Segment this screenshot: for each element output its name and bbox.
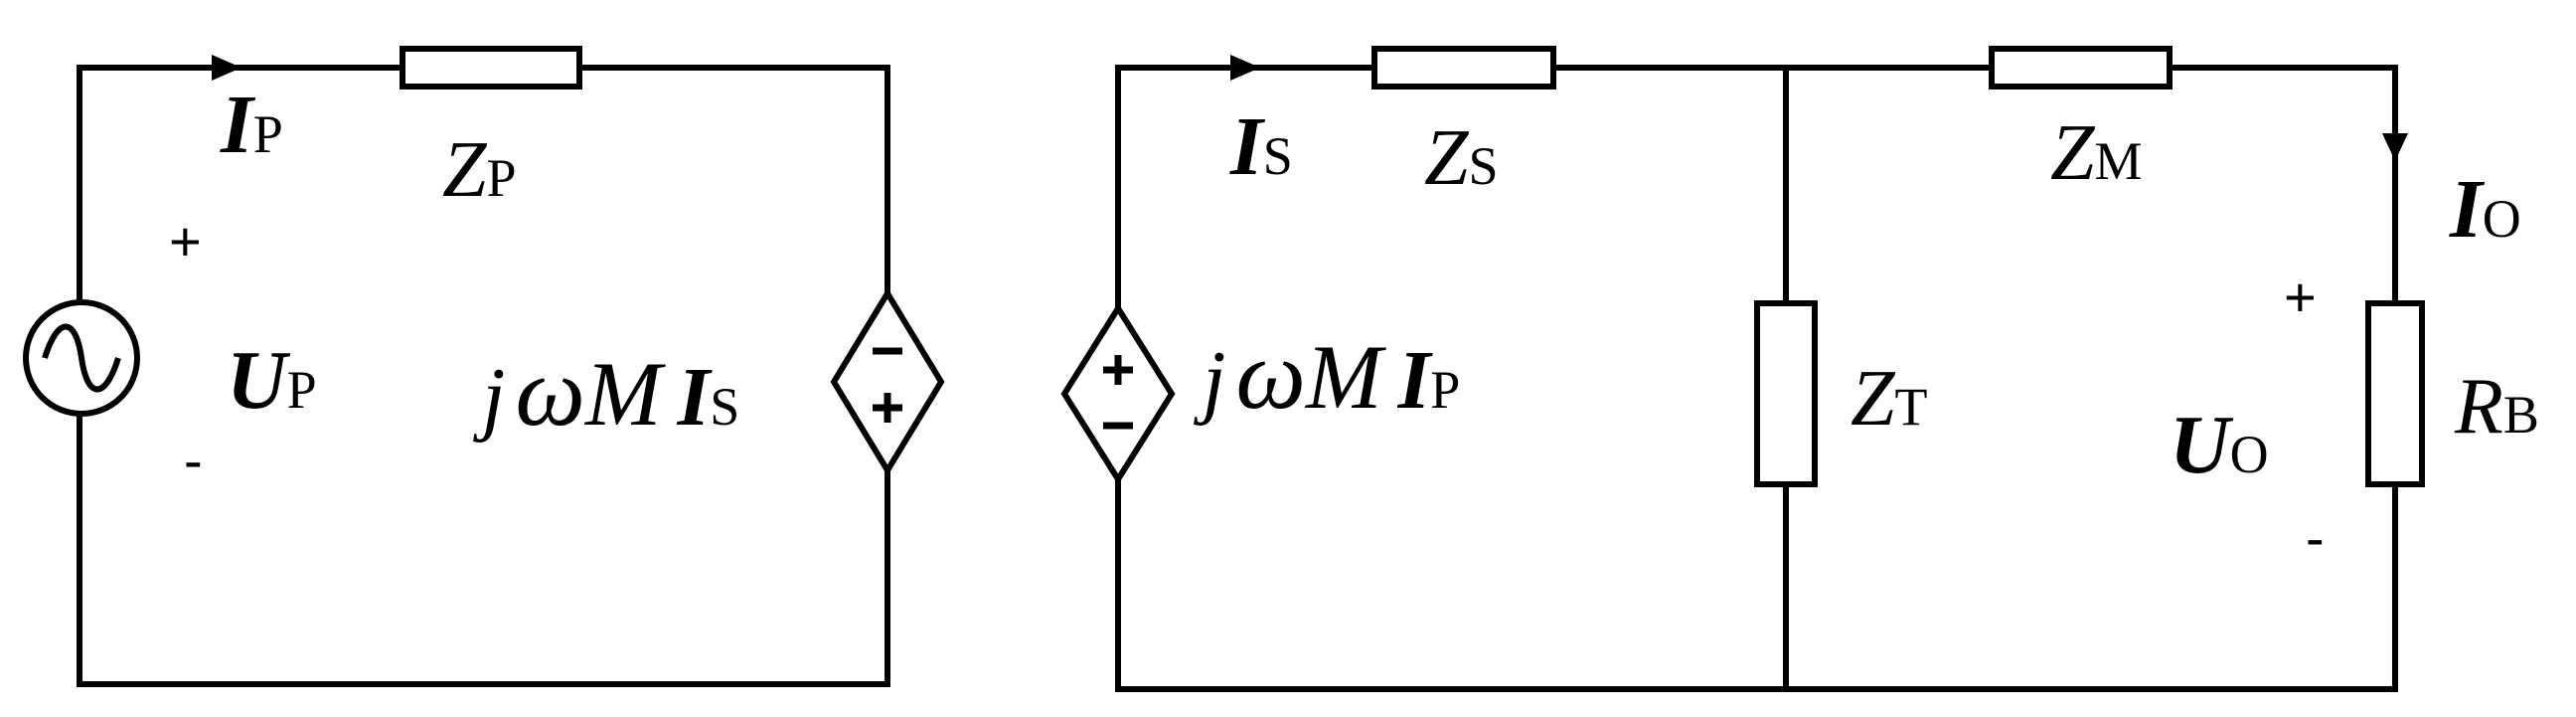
load-resistor-label: RB	[2454, 363, 2539, 450]
load-resistor-rb	[2365, 300, 2425, 487]
secondary-wire-top-right	[2167, 65, 2398, 306]
primary-wire-top-left	[77, 65, 405, 304]
ac-source	[23, 299, 140, 417]
primary-voltage-plus: +	[169, 210, 202, 272]
secondary-impedance-zm-label: ZM	[2050, 109, 2143, 197]
secondary-impedance-zm	[1989, 46, 2173, 90]
secondary-impedance-zt	[1754, 300, 1818, 487]
secondary-current-arrow	[1230, 55, 1260, 81]
output-voltage-minus: -	[2306, 506, 2325, 569]
primary-wire-top-right	[576, 65, 890, 296]
sine-wave-icon	[42, 323, 121, 393]
primary-wire-bottom	[77, 412, 890, 687]
output-voltage-label: UO	[2170, 399, 2269, 491]
secondary-current-label: IS	[1229, 100, 1293, 193]
primary-current-label: IP	[220, 79, 283, 171]
secondary-wire-bottom	[1115, 476, 2398, 692]
secondary-impedance-zs	[1371, 46, 1556, 90]
primary-impedance-zp	[400, 46, 582, 90]
secondary-impedance-zs-label: ZS	[1424, 114, 1499, 202]
secondary-wire-left-top	[1115, 65, 1377, 311]
secondary-dependent-source	[1060, 302, 1176, 485]
primary-voltage-minus: -	[184, 429, 203, 491]
output-current-arrow	[2382, 133, 2408, 161]
output-voltage-plus: +	[2284, 266, 2317, 328]
secondary-impedance-zt-label: ZT	[1851, 355, 1928, 443]
output-current-label: IO	[2449, 163, 2521, 256]
primary-impedance-label: ZP	[442, 126, 517, 214]
primary-voltage-label: UP	[227, 334, 317, 427]
primary-current-arrow	[212, 55, 242, 81]
primary-dependent-source	[830, 287, 945, 476]
